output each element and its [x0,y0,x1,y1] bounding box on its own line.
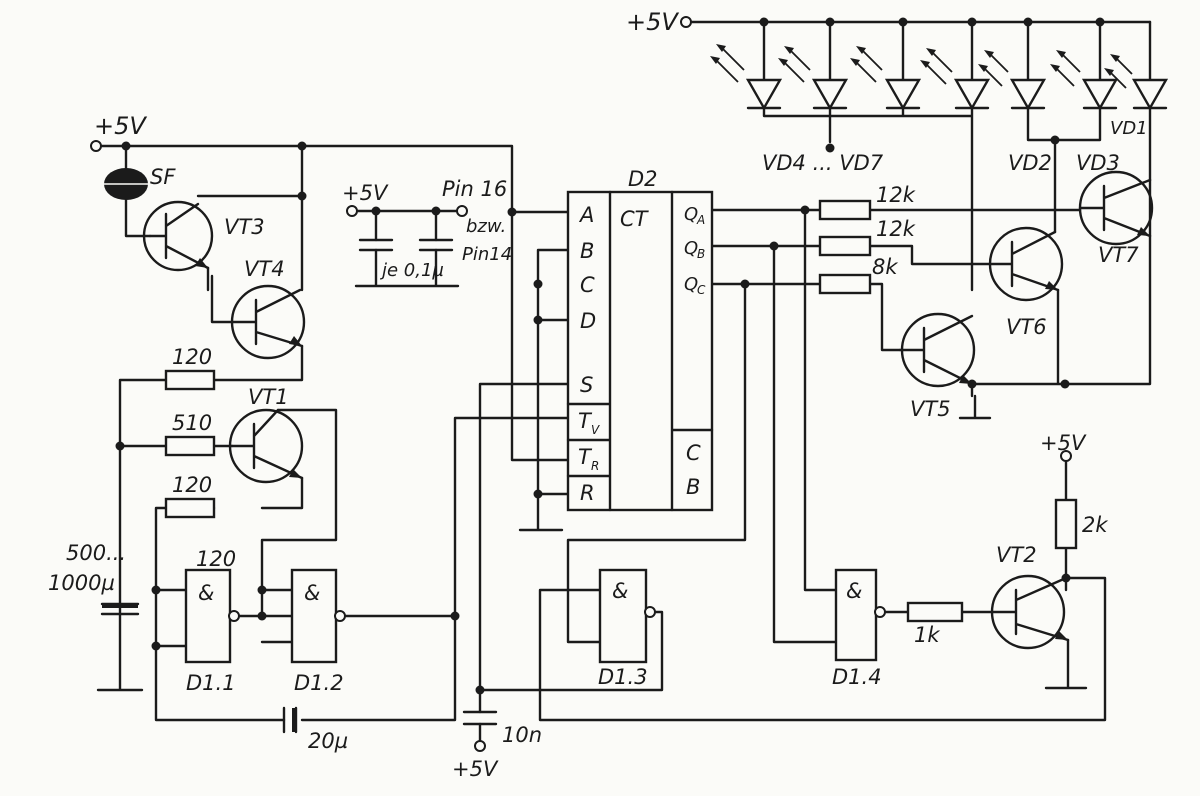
counter-out-qc-sub: C [697,283,706,297]
vt2-label: VT2 [996,543,1037,567]
capacitor-10n [462,710,498,726]
resistor-12k-a [818,199,872,221]
resistor-12k-a-label: 12k [876,183,916,207]
resistor-12k-b-label: 12k [876,217,916,241]
counter-input-c: C [580,273,595,297]
vt1-label: VT1 [248,385,289,409]
gate-d13-symbol: & [612,579,628,603]
counter-out-qb-sub: B [697,247,705,261]
led-vd5 [778,46,849,111]
transistor-vt3 [142,200,214,272]
counter-reset: R [580,481,595,505]
led-vd3 [1050,50,1119,111]
counter-input-s: S [580,373,593,397]
resistors [164,199,1078,623]
resistor-120-b-label: 120 [172,473,212,497]
gate-d14-label: D1.4 [832,665,882,689]
gate-d14-symbol: & [846,579,862,603]
vt4-label: VT4 [244,257,285,281]
pin14-label: Pin14 [462,244,512,265]
transistor-vt5 [898,312,976,388]
supply-label-top: +5V [626,8,679,36]
vt6-label: VT6 [1006,315,1047,339]
speaker-sf [104,168,148,200]
resistor-1k-label: 1k [914,623,940,647]
counter-clock-r-sub: R [591,459,599,473]
transistor-vt2 [990,574,1070,650]
led-vd2-label: VD2 [1008,151,1052,175]
vt3-label: VT3 [224,215,265,239]
resistor-120-a [164,369,216,391]
capacitor-10n-label: 10n [502,723,542,747]
gate-d13 [598,568,648,664]
speaker-label: SF [150,165,176,189]
counter-out-qa-sub: A [696,213,705,227]
gate-d13-label: D1.3 [598,665,648,689]
vt7-label: VT7 [1098,243,1139,267]
gate-d12-symbol: & [304,581,320,605]
logic-gates [184,568,886,664]
resistor-8k [818,273,872,295]
gate-d11-value: 120 [196,547,236,571]
capacitor-big-label-1: 500... [66,541,126,565]
counter-clock-v-sub: V [591,423,600,437]
counter-borrow: B [686,475,700,499]
bzw-label: bzw. [466,216,506,237]
led-vd2 [978,50,1047,111]
led-vd6 [850,46,922,111]
supply-label-bottom: +5V [452,757,499,781]
capacitor-big-label-2: 1000µ [48,571,115,595]
counter-clock-r: T [578,445,593,469]
transistor-vt4 [230,284,306,360]
supply-label-vt2: +5V [1040,431,1087,455]
led-array [710,44,1169,111]
counter-carry: C [686,441,701,465]
supply-terminals [90,16,1072,752]
labels: +5V +5V +5V +5V +5V Pin 16 bzw. Pin14 je… [48,8,1148,781]
led-vd3-label: VD3 [1076,151,1120,175]
gate-d12 [290,568,338,664]
pin16-label: Pin 16 [442,177,507,201]
transistor-vt7 [1078,170,1154,246]
gate-d11-label: D1.1 [186,671,236,695]
counter-input-d: D [580,309,596,333]
resistor-1k [906,601,964,623]
counter-clock-v: T [578,409,593,433]
resistor-12k-b [818,235,872,257]
resistor-2k-label: 2k [1082,513,1108,537]
resistor-120-b [164,497,216,519]
junction-dots [115,17,1105,695]
capacitors [100,238,498,734]
vt5-label: VT5 [910,397,951,421]
gate-d11 [184,568,232,664]
counter-out-qa: Q [684,204,698,225]
resistor-510-label: 510 [172,411,212,435]
counter-d2 [566,190,714,512]
counter-input-b: B [580,239,594,263]
led-vd7 [920,48,991,111]
counter-name: D2 [628,167,658,191]
counter-out-qc: Q [684,274,698,295]
counter-input-a: A [578,203,594,227]
supply-label-left: +5V [94,112,147,140]
transistor-vt1 [228,408,304,484]
transistor-vt6 [988,226,1064,302]
resistor-510 [164,435,216,457]
gate-d11-symbol: & [198,581,214,605]
counter-out-qb: Q [684,238,698,259]
capacitor-20u-label: 20µ [308,729,348,753]
led-vd1 [1104,54,1169,111]
gate-d12-label: D1.2 [294,671,344,695]
resistor-120-a-label: 120 [172,345,212,369]
decoupling-caps-label: je 0,1µ [379,260,444,281]
led-vd4 [710,44,783,111]
supply-label-decoupling: +5V [342,181,389,205]
resistor-8k-label: 8k [872,255,898,279]
counter-type: CT [620,207,650,231]
resistor-2k [1054,498,1078,550]
led-group-label: VD4 ... VD7 [762,151,884,175]
led-vd1-label: VD1 [1110,118,1148,139]
capacitor-decoupling [358,238,454,252]
